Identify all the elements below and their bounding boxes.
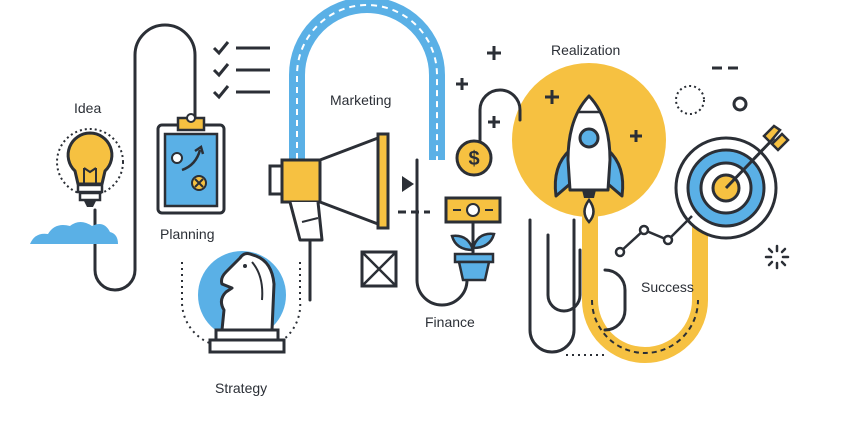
dotted-circle [675,85,705,115]
connector-marketing-finance [415,158,469,307]
chess-knight-icon [208,252,286,354]
lightbulb-icon [56,128,124,207]
plus-icon [488,116,500,128]
rocket-icon [553,94,625,224]
connector-idea-planning [93,23,197,292]
strategy-group [198,251,286,354]
planning-group [156,41,270,215]
success-path-yellow [582,215,708,363]
label-marketing: Marketing [330,92,392,108]
cloud-icon [30,222,118,244]
label-success: Success [641,279,694,295]
package-icon [360,250,398,288]
checklist-icon [212,41,270,100]
label-realization: Realization [551,42,621,58]
decorations [456,46,790,270]
sparkle-icon [764,244,790,270]
small-circle [732,96,748,112]
play-triangle-icon [402,176,414,192]
strategy-dotted-left [180,262,216,346]
connector-success-hook [603,268,627,332]
plus-icon [545,90,559,104]
connector-rocket-loop [528,218,576,354]
finance-group: $ [444,139,502,282]
label-planning: Planning [160,226,215,242]
plus-icon [456,78,468,90]
connector-rocket-inner [546,233,582,313]
clipboard-icon [156,113,226,215]
label-finance: Finance [425,314,475,330]
plus-icon [630,130,642,142]
money-plant-icon [444,196,502,282]
coin-icon: $ [455,139,493,177]
coin-currency-symbol: $ [468,148,479,170]
growth-line-icon [614,215,693,258]
success-group [614,124,790,258]
connector-finance-up [478,88,522,142]
marketing-arch-dash [296,4,438,170]
arrow-icon [724,124,790,190]
label-idea: Idea [74,100,102,116]
success-path-dash [591,299,699,354]
idea-group [30,128,124,244]
megaphone-icon [268,132,430,242]
plus-icon [487,46,501,60]
label-strategy: Strategy [215,380,268,396]
